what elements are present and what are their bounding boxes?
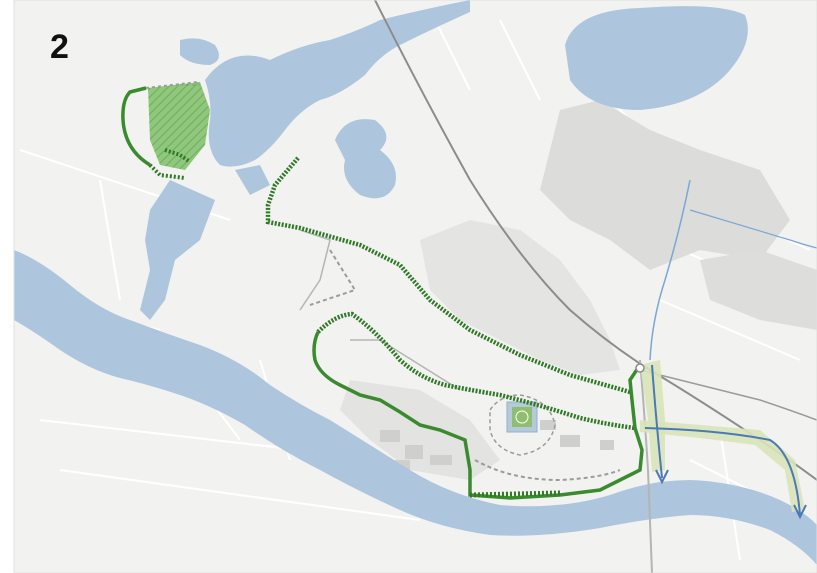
flow-arrow-icon (651, 364, 663, 479)
flow-arrow-icon (655, 469, 669, 485)
river (14, 250, 817, 565)
building-blocks (380, 420, 614, 470)
panel-number: 2 (50, 28, 69, 66)
road-dashed-1 (309, 249, 357, 306)
route-north-dashed (265, 156, 631, 395)
map-frame (13, 0, 817, 573)
forest-area (540, 100, 790, 270)
green-park-area (148, 82, 210, 170)
lake-northeast (565, 6, 748, 111)
route-park-loop (121, 86, 151, 167)
stream-east (649, 179, 691, 361)
road-local-west (299, 229, 331, 311)
route-south-dashed (469, 490, 561, 498)
flow-arrow-icon (644, 427, 801, 516)
basin (235, 165, 270, 195)
town-area (420, 220, 620, 375)
road-north-south (639, 359, 653, 573)
forest-area-east (700, 250, 817, 330)
flow-arrow-icon (793, 504, 807, 520)
route-park-dashed-top (145, 81, 199, 89)
lake-northwest (205, 0, 470, 167)
junction-marker (635, 363, 645, 373)
route-middle-dashed (316, 311, 636, 431)
road-dashed-2 (474, 459, 621, 482)
stream-east-2 (689, 209, 817, 249)
canal-arm (140, 180, 215, 320)
dashed-loop (489, 394, 556, 456)
road-local-mid (350, 339, 461, 391)
pond-small (180, 38, 219, 65)
sports-field-icon (506, 401, 538, 433)
railway-branch (639, 369, 817, 421)
industrial-area (340, 380, 500, 480)
lake-central (335, 119, 396, 199)
buffer-zone-east (640, 420, 805, 512)
route-park-dashed (148, 148, 192, 180)
route-south-solid (312, 331, 644, 500)
